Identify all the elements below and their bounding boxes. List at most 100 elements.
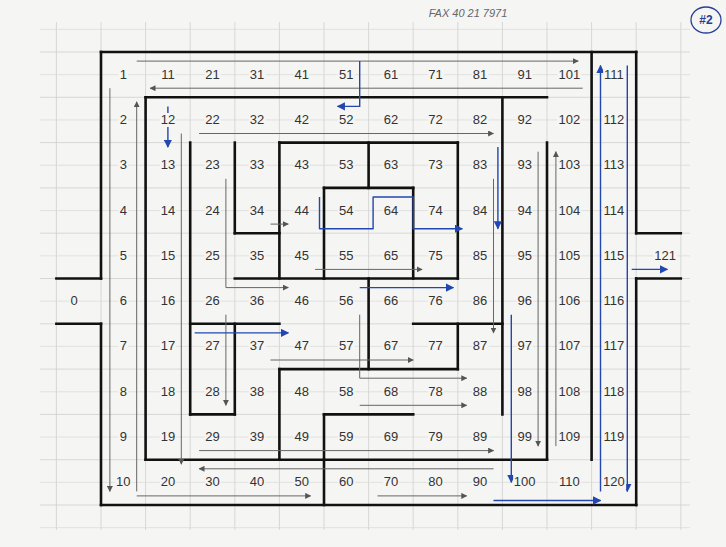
cell-number: 109	[557, 430, 581, 444]
cell-number: 20	[160, 475, 176, 489]
cell-number: 57	[338, 339, 354, 353]
maze-wall	[278, 369, 281, 460]
cell-number: 107	[557, 339, 581, 353]
cell-number: 25	[204, 249, 220, 263]
cell-number: 75	[427, 249, 443, 263]
cell-number: 81	[472, 68, 488, 82]
cell-number: 117	[603, 339, 626, 353]
cell-number: 26	[204, 294, 220, 308]
grid-line	[680, 22, 681, 530]
cell-number: 1	[119, 68, 128, 82]
cell-number: 43	[293, 158, 309, 172]
route-arrow	[360, 315, 467, 379]
cell-number: 61	[383, 68, 399, 82]
route-arrow	[337, 61, 359, 106]
route-arrow	[494, 500, 601, 501]
cell-number: 27	[204, 339, 220, 353]
cell-number: 9	[119, 430, 128, 444]
cell-number: 111	[603, 68, 625, 82]
cell-number: 88	[472, 385, 488, 399]
cell-number: 58	[338, 385, 354, 399]
cell-number: 73	[427, 158, 443, 172]
cell-number: 51	[338, 68, 354, 82]
route-arrow	[199, 468, 493, 469]
grid-line	[40, 527, 690, 528]
cell-number: 116	[603, 294, 626, 308]
path-arrows	[110, 61, 668, 500]
maze-wall	[635, 279, 638, 506]
cell-number: 36	[249, 294, 265, 308]
cell-number: 93	[516, 158, 532, 172]
route-arrow	[271, 360, 414, 361]
cell-number: 21	[204, 68, 220, 82]
route-arrow	[137, 61, 579, 62]
cell-number: 40	[249, 475, 265, 489]
route-arrow	[632, 269, 668, 270]
cell-number: 67	[383, 339, 399, 353]
sheet-number: #2	[698, 13, 713, 27]
cell-number: 32	[249, 113, 265, 127]
maze-wall	[235, 277, 324, 280]
route-arrow	[360, 405, 467, 406]
maze-wall	[546, 143, 549, 460]
cell-number: 97	[516, 339, 532, 353]
cell-number: 94	[516, 204, 532, 218]
cell-number: 30	[204, 475, 220, 489]
grid-line	[636, 22, 637, 530]
circle-mark	[691, 7, 721, 33]
cell-number: 45	[293, 249, 309, 263]
cell-number: 65	[383, 249, 399, 263]
route-arrow	[136, 102, 137, 492]
cell-number: 13	[160, 158, 176, 172]
route-arrow	[225, 315, 226, 406]
route-arrow	[538, 152, 539, 446]
cell-number: 84	[472, 204, 488, 218]
cell-number: 104	[557, 204, 581, 218]
cell-number: 74	[427, 204, 443, 218]
maze-wall	[456, 143, 459, 279]
route-arrow	[137, 495, 311, 496]
cell-number: 110	[558, 475, 581, 489]
maze-wall	[323, 460, 326, 505]
cell-number: 86	[472, 294, 488, 308]
cell-number: 12	[160, 113, 176, 127]
cell-number: 63	[383, 158, 399, 172]
cell-number: 17	[160, 339, 176, 353]
maze-wall	[279, 368, 457, 371]
maze-wall	[101, 51, 636, 54]
cell-number: 112	[603, 113, 626, 127]
cell-number: 29	[204, 430, 220, 444]
route-arrow	[109, 88, 110, 491]
cell-number: 64	[383, 204, 399, 218]
cell-number: 118	[603, 385, 626, 399]
route-arrow	[199, 450, 493, 451]
cell-number: 24	[204, 204, 220, 218]
maze-wall	[234, 324, 237, 415]
cell-number: 96	[516, 294, 532, 308]
route-arrow	[315, 269, 422, 270]
cell-number: 113	[603, 158, 626, 172]
cell-number: 105	[557, 249, 581, 263]
maze-wall	[590, 52, 593, 460]
cell-number: 11	[160, 68, 176, 82]
cell-number: 60	[338, 475, 354, 489]
route-arrow	[555, 152, 556, 446]
maze-wall	[189, 143, 192, 415]
cell-number: 44	[293, 204, 309, 218]
maze-wall	[324, 277, 458, 280]
grid-line	[56, 22, 57, 530]
cell-number: 92	[516, 113, 532, 127]
cell-number: 72	[427, 113, 443, 127]
maze-walls	[56, 52, 680, 505]
maze-wall	[146, 96, 547, 99]
cell-number: 16	[160, 294, 176, 308]
maze-wall	[456, 324, 459, 369]
cell-number: 28	[204, 385, 220, 399]
cell-number: 39	[249, 430, 265, 444]
route-arrow	[511, 315, 512, 483]
route-arrow	[600, 66, 601, 492]
cell-number: 55	[338, 249, 354, 263]
cell-number: 95	[516, 249, 532, 263]
cell-number: 114	[603, 204, 626, 218]
cell-number: 115	[603, 249, 626, 263]
